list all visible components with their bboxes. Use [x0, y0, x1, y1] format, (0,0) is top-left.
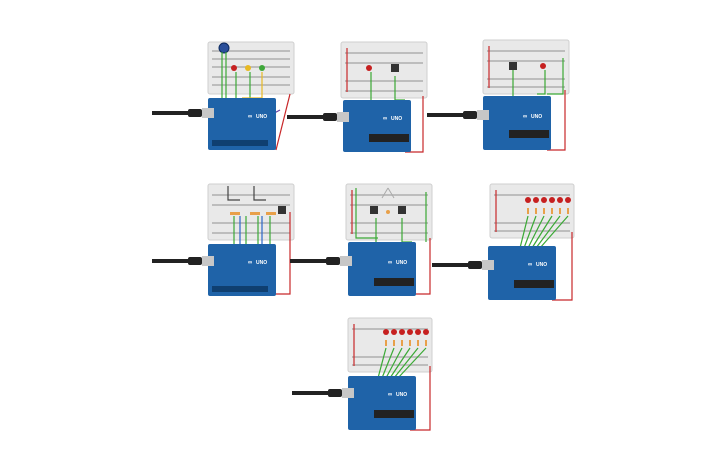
circuit-thumbnail[interactable]: ∞ UNO: [290, 182, 433, 300]
breadboard-holes: [212, 50, 290, 86]
board-brand-mark: ∞: [248, 114, 252, 120]
breadboard: [482, 39, 570, 95]
pushbutton-icon: [509, 62, 517, 70]
led-row-icon: [525, 197, 571, 203]
board-model-label: UNO: [256, 114, 267, 120]
circuit-thumbnail[interactable]: ∞ UNO: [150, 40, 295, 158]
led-yellow-icon: [245, 65, 251, 71]
led-green-icon: [259, 65, 265, 71]
arduino-board: [348, 242, 416, 296]
led-red-icon: [540, 63, 546, 69]
led-red-icon: [231, 65, 237, 71]
potentiometer-icon: [218, 42, 230, 54]
usb-connector: [342, 388, 354, 398]
board-brand-mark: ∞: [248, 260, 252, 266]
arduino-board: [348, 376, 416, 430]
board-model-label: UNO: [536, 262, 547, 268]
board-brand-mark: ∞: [523, 114, 527, 120]
arduino-board: [208, 244, 276, 296]
led-red-icon: [366, 65, 372, 71]
usb-connector: [202, 108, 214, 118]
circuit-thumbnail[interactable]: ∞ UNO: [427, 38, 570, 156]
circuit-thumbnail[interactable]: ∞ UNO: [285, 40, 428, 158]
usb-connector: [482, 260, 494, 270]
pushbutton-icon: [370, 206, 378, 214]
board-brand-mark: ∞: [528, 262, 532, 268]
breadboard: [340, 41, 428, 99]
usb-connector: [477, 110, 489, 120]
pushbutton-icon: [278, 206, 286, 214]
board-brand-mark: ∞: [383, 116, 387, 122]
board-brand-mark: ∞: [388, 392, 392, 398]
board-model-label: UNO: [531, 114, 542, 120]
arduino-board: [208, 98, 276, 150]
circuit-thumbnail[interactable]: ∞ UNO: [290, 316, 433, 434]
arduino-board: [488, 246, 556, 300]
circuit-thumbnail[interactable]: ∞ UNO: [150, 182, 295, 300]
arduino-board: [483, 96, 551, 150]
circuit-thumbnail[interactable]: ∞ UNO: [432, 182, 575, 301]
board-model-label: UNO: [256, 260, 267, 266]
usb-connector: [202, 256, 214, 266]
pushbutton-icon: [398, 206, 406, 214]
usb-connector: [340, 256, 352, 266]
board-model-label: UNO: [396, 260, 407, 266]
board-brand-mark: ∞: [388, 260, 392, 266]
breadboard: [489, 183, 575, 239]
pushbutton-icon: [391, 64, 399, 72]
board-model-label: UNO: [391, 116, 402, 122]
board-model-label: UNO: [396, 392, 407, 398]
usb-connector: [337, 112, 349, 122]
led-row-icon: [383, 329, 429, 335]
resistors-icon: [230, 212, 276, 215]
arduino-board: [343, 100, 411, 152]
breadboard: [347, 317, 433, 373]
